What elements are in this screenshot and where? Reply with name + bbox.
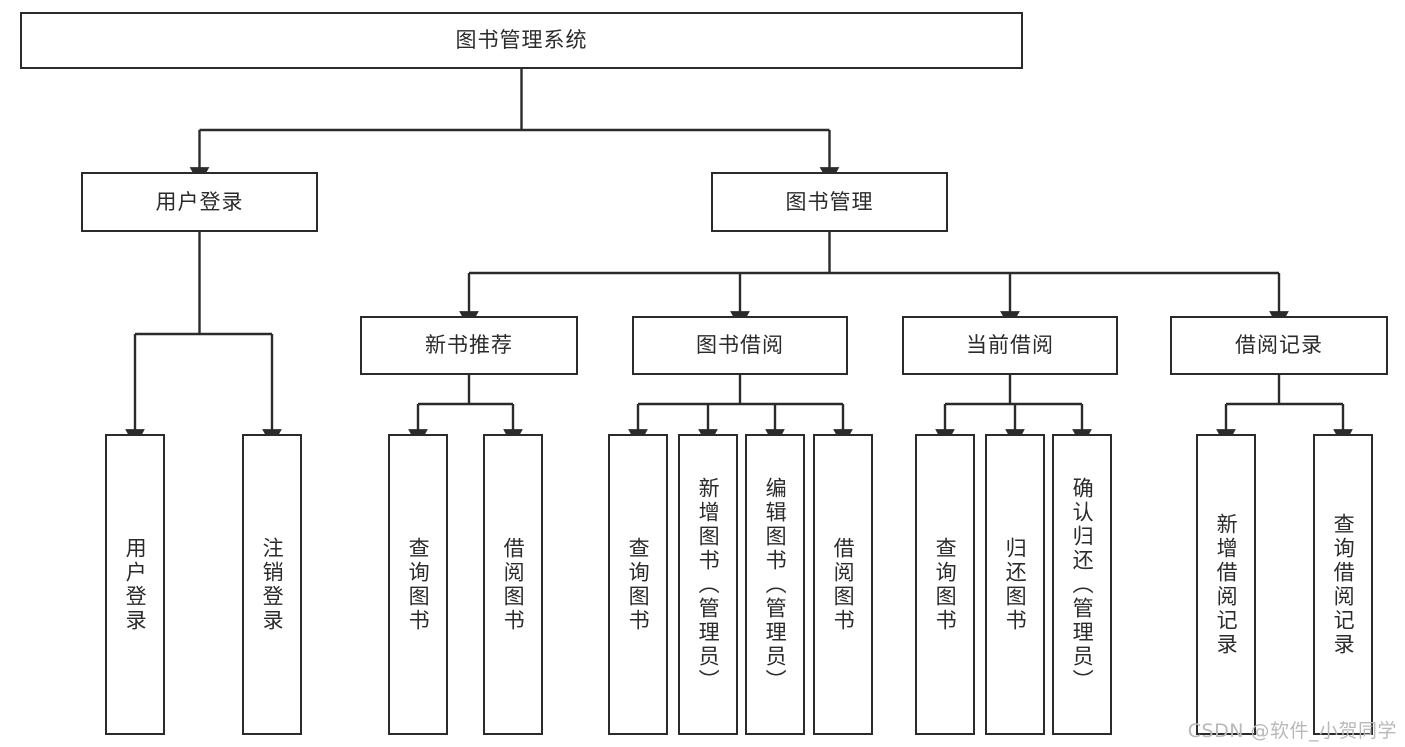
node-newbook[interactable]: 新书推荐 — [360, 316, 578, 375]
node-leaf3[interactable]: 查询图书 — [388, 434, 448, 735]
node-label: 查询图书 — [406, 536, 431, 633]
node-leaf6[interactable]: 新增图书（管理员） — [678, 434, 738, 735]
node-label: 归还图书 — [1003, 536, 1028, 633]
node-label: 图书借阅 — [696, 333, 784, 358]
node-leaf9[interactable]: 查询图书 — [915, 434, 975, 735]
node-label: 借阅记录 — [1235, 333, 1323, 358]
node-label: 查询图书 — [626, 536, 651, 633]
node-records[interactable]: 借阅记录 — [1170, 316, 1388, 375]
node-label: 查询图书 — [933, 536, 958, 633]
node-label: 新增借阅记录 — [1214, 512, 1239, 657]
node-label: 新书推荐 — [425, 333, 513, 358]
node-label: 借阅图书 — [501, 536, 526, 633]
node-root[interactable]: 图书管理系统 — [20, 12, 1023, 69]
node-leaf1[interactable]: 用户登录 — [105, 434, 165, 735]
node-leaf7[interactable]: 编辑图书（管理员） — [745, 434, 805, 735]
node-leaf5[interactable]: 查询图书 — [608, 434, 668, 735]
node-label: 确认归还（管理员） — [1070, 476, 1095, 693]
node-label: 新增图书（管理员） — [696, 476, 721, 693]
node-bookmgmt[interactable]: 图书管理 — [711, 172, 948, 232]
node-label: 用户登录 — [123, 536, 148, 633]
node-leaf12[interactable]: 新增借阅记录 — [1196, 434, 1256, 735]
node-label: 用户登录 — [155, 189, 244, 214]
node-current[interactable]: 当前借阅 — [902, 316, 1118, 375]
node-label: 图书管理系统 — [455, 28, 588, 53]
node-leaf4[interactable]: 借阅图书 — [483, 434, 543, 735]
node-leaf13[interactable]: 查询借阅记录 — [1313, 434, 1373, 735]
node-label: 图书管理 — [785, 189, 874, 214]
node-label: 当前借阅 — [966, 333, 1054, 358]
node-label: 查询借阅记录 — [1331, 512, 1356, 657]
node-leaf11[interactable]: 确认归还（管理员） — [1052, 434, 1112, 735]
node-leaf10[interactable]: 归还图书 — [985, 434, 1045, 735]
node-leaf8[interactable]: 借阅图书 — [813, 434, 873, 735]
node-login[interactable]: 用户登录 — [81, 172, 318, 232]
node-label: 注销登录 — [260, 536, 285, 633]
watermark: CSDN @软件_小贺同学 — [1187, 720, 1397, 742]
edges — [125, 69, 1353, 447]
node-leaf2[interactable]: 注销登录 — [242, 434, 302, 735]
node-label: 借阅图书 — [831, 536, 856, 633]
node-label: 编辑图书（管理员） — [763, 476, 788, 693]
node-borrow[interactable]: 图书借阅 — [632, 316, 848, 375]
